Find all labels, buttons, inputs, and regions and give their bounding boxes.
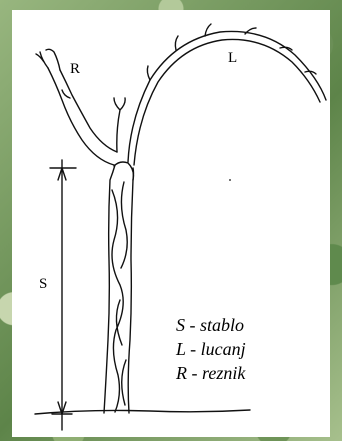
- label-lucanj: L: [228, 50, 237, 67]
- legend-item-reznik: R - reznik: [176, 361, 246, 385]
- cane-node-2: [175, 36, 178, 50]
- trunk-twist-4: [122, 360, 126, 405]
- trunk-right-outline: [128, 168, 133, 413]
- trunk-left-outline: [104, 165, 115, 413]
- reznik-tip: [36, 49, 60, 70]
- cane-node-1: [147, 66, 150, 80]
- label-reznik: R: [70, 61, 80, 78]
- lucanj-lower: [128, 31, 326, 162]
- legend: S - stablo L - lucanj R - reznik: [176, 313, 246, 385]
- trunk-knot: [114, 162, 133, 180]
- reznik-inner: [60, 70, 117, 152]
- label-stablo: S: [39, 276, 47, 293]
- small-dot: [229, 179, 231, 181]
- trunk-twist-2: [121, 182, 127, 268]
- lucanj-upper: [134, 39, 320, 165]
- reznik-outer: [48, 68, 114, 165]
- legend-item-stablo: S - stablo: [176, 313, 246, 337]
- reznik-bud: [62, 90, 70, 98]
- legend-item-lucanj: L - lucanj: [176, 337, 246, 361]
- center-shoot: [114, 98, 125, 152]
